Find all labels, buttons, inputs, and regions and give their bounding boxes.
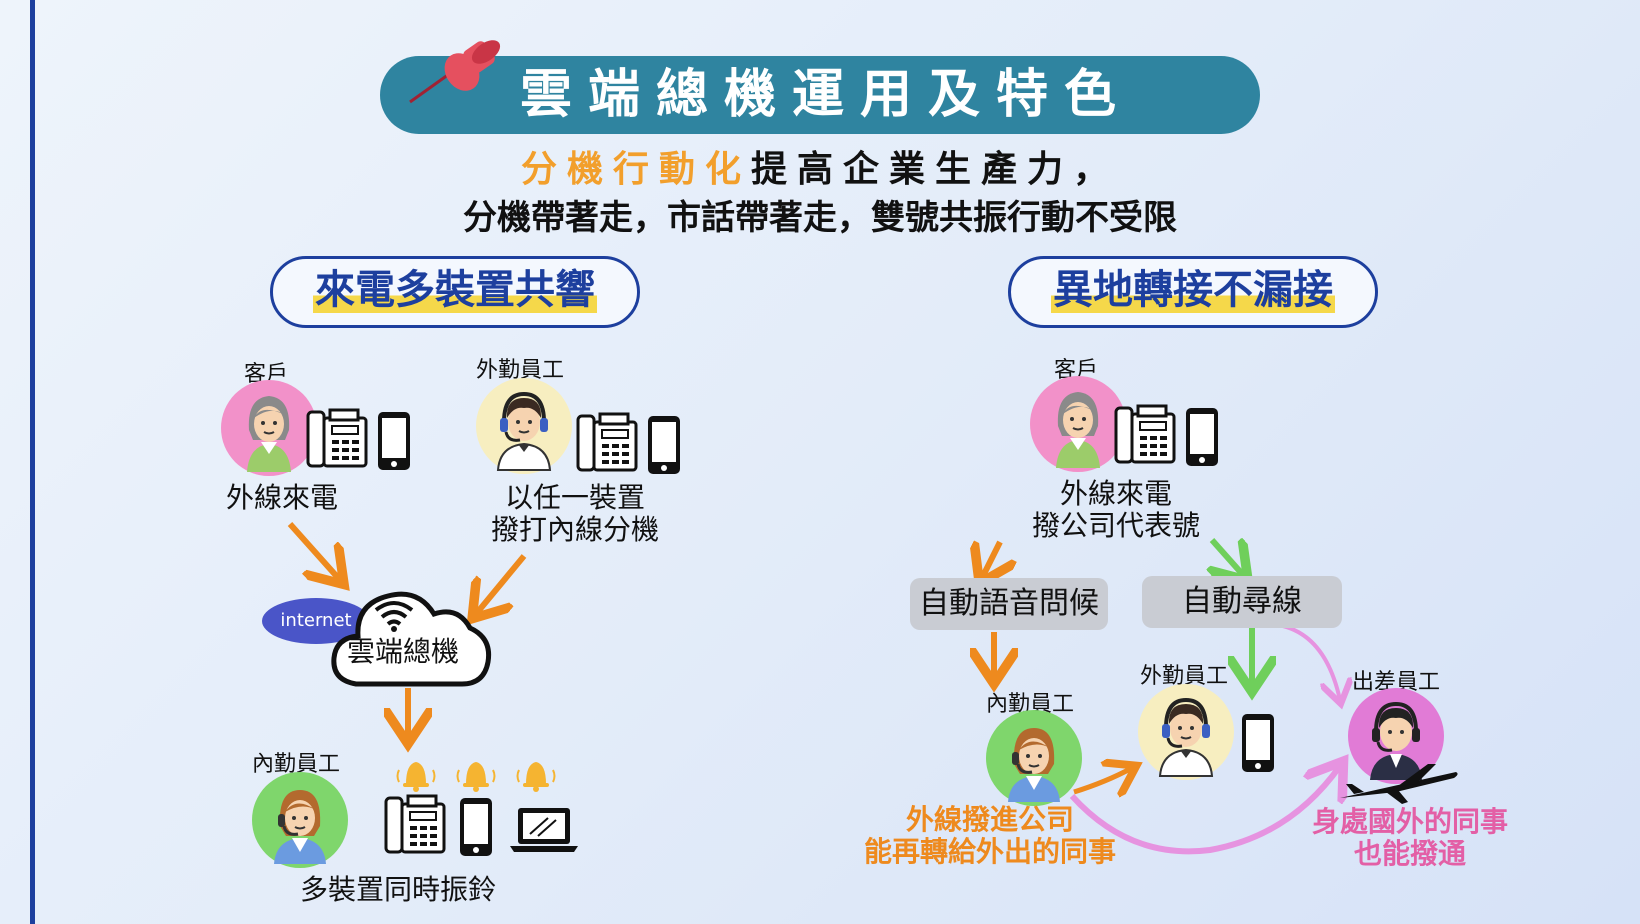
desk-phone-icon [1114, 404, 1176, 464]
overseas-note-line-2: 也能撥通 [1353, 837, 1466, 870]
cloud-icon [331, 591, 492, 687]
left-field-action-line-2: 撥打內線分機 [490, 513, 659, 546]
wifi-icon [374, 601, 414, 632]
left-heading: 來電多裝置共響 [313, 267, 597, 313]
subtitle-line-1: 分機行動化提高企業生產力， [380, 140, 1260, 192]
mobile-phone-icon [1186, 408, 1218, 466]
left-field-action-line-1: 以任一裝置 [504, 481, 645, 514]
mobile-phone-icon [1242, 714, 1274, 772]
cloud-label: 雲端總機 [346, 635, 459, 668]
pushpin-icon [409, 40, 501, 104]
airplane-icon [1340, 764, 1458, 804]
right-customer-action: 外線來電 撥公司代表號 [1014, 478, 1218, 542]
office-staff-avatar-icon [252, 772, 348, 868]
right-heading: 異地轉接不漏接 [1051, 267, 1335, 313]
left-field-action: 以任一裝置 撥打內線分機 [470, 482, 680, 546]
transfer-note: 外線撥進公司 能再轉給外出的同事 [840, 804, 1140, 868]
laptop-icon [510, 808, 578, 852]
right-customer-action-line-2: 撥公司代表號 [1031, 509, 1200, 542]
left-ring-label: 多裝置同時振鈴 [300, 873, 497, 906]
overseas-note: 身處國外的同事 也能撥通 [1290, 806, 1530, 870]
arrow-icon [0, 0, 1, 1]
title-banner [380, 56, 1260, 134]
left-customer-action: 外線來電 [226, 481, 339, 514]
desk-phone-icon [306, 408, 368, 468]
office-staff-avatar-icon [986, 710, 1082, 806]
arrow-icon [0, 0, 1, 855]
right-customer-action-line-1: 外線來電 [1059, 477, 1172, 510]
page-title: 雲端總機運用及特色 [520, 65, 1133, 125]
trip-staff-avatar-icon [1348, 688, 1444, 784]
auto-greeting-box: 自動語音問候 [910, 578, 1108, 630]
mobile-phone-icon [378, 412, 410, 470]
left-accent-bar [30, 0, 35, 924]
customer-avatar-icon [221, 380, 317, 476]
subtitle-line-2: 分機帶著走，市話帶著走，雙號共振行動不受限 [463, 198, 1177, 238]
mobile-phone-icon [460, 798, 492, 856]
desk-phone-icon [384, 794, 446, 854]
transfer-note-line-1: 外線撥進公司 [905, 803, 1074, 836]
auto-hunt-box: 自動尋線 [1142, 576, 1342, 628]
bell-icon [396, 762, 436, 792]
mobile-phone-icon [648, 416, 680, 474]
subtitle-rest: 提高企業生產力， [751, 149, 1120, 190]
customer-avatar-icon [1030, 376, 1126, 472]
bell-icon [516, 762, 556, 792]
overseas-note-line-1: 身處國外的同事 [1311, 805, 1508, 838]
subtitle-highlight: 分機行動化 [520, 149, 751, 190]
transfer-note-line-2: 能再轉給外出的同事 [863, 835, 1116, 868]
headset-avatar-icon [476, 378, 572, 474]
desk-phone-icon [576, 412, 638, 472]
headset-avatar-icon [1138, 684, 1234, 780]
bell-icon [456, 762, 496, 792]
